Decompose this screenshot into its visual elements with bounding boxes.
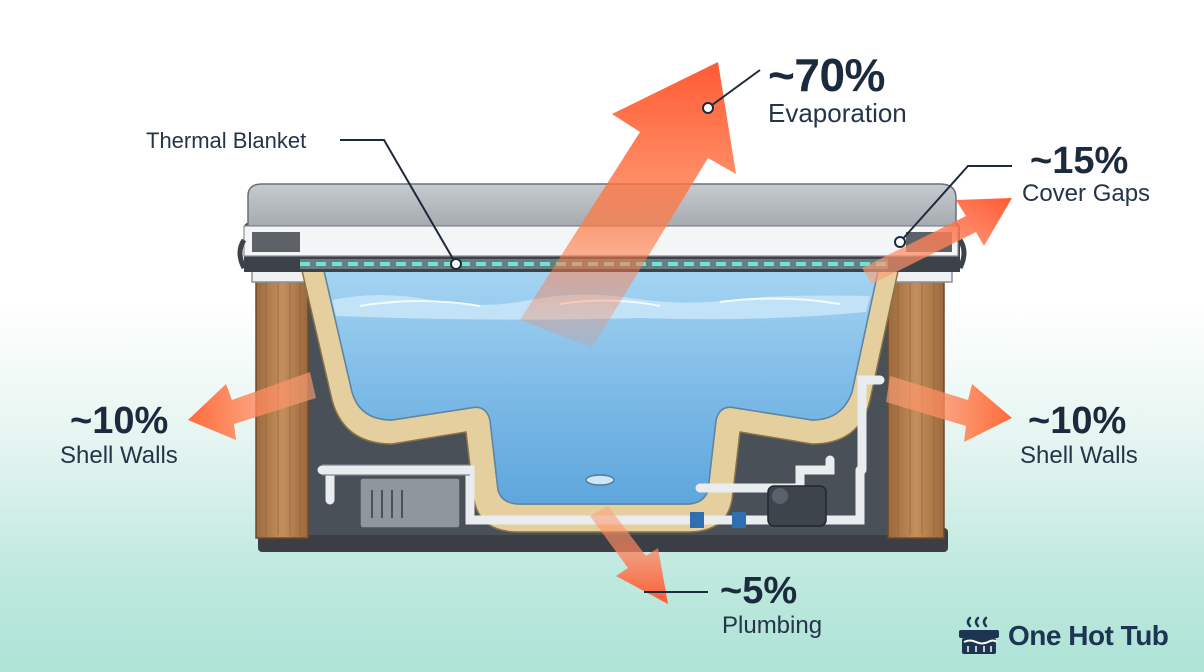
plumbing-arrow	[590, 506, 668, 604]
shell-walls-right-caption: Shell Walls	[1020, 442, 1138, 469]
cover-gaps-caption: Cover Gaps	[1022, 180, 1151, 207]
cover-gaps-arrow	[862, 198, 1012, 284]
evaporation-arrow	[520, 62, 736, 348]
shell-walls-left-arrow	[188, 372, 316, 440]
water	[321, 261, 881, 505]
evaporation-caption: Evaporation	[768, 98, 907, 128]
thermal-blanket-marker	[450, 258, 462, 270]
plumbing-pipes	[317, 375, 885, 525]
thermal-blanket-label: Thermal Blanket	[146, 128, 307, 153]
cover-gaps-marker	[894, 236, 906, 248]
brand-name: One Hot Tub	[1008, 620, 1169, 651]
shell-walls-left-caption: Shell Walls	[60, 442, 178, 469]
shell-walls-right-percent: ~10%	[1028, 400, 1127, 442]
hot-tub-logo-icon	[959, 616, 999, 654]
plumbing-percent: ~5%	[720, 570, 798, 612]
leader-lines	[340, 69, 1012, 593]
shell-walls-left-percent: ~10%	[70, 400, 169, 442]
heater-unit	[359, 477, 461, 529]
evaporation-marker	[702, 102, 714, 114]
brand-logo: One Hot Tub	[956, 614, 1169, 658]
plumbing-caption: Plumbing	[722, 612, 823, 639]
shell-walls-right-arrow	[886, 376, 1012, 442]
cover-gaps-percent: ~15%	[1030, 140, 1129, 182]
evaporation-percent: ~70%	[768, 49, 885, 101]
